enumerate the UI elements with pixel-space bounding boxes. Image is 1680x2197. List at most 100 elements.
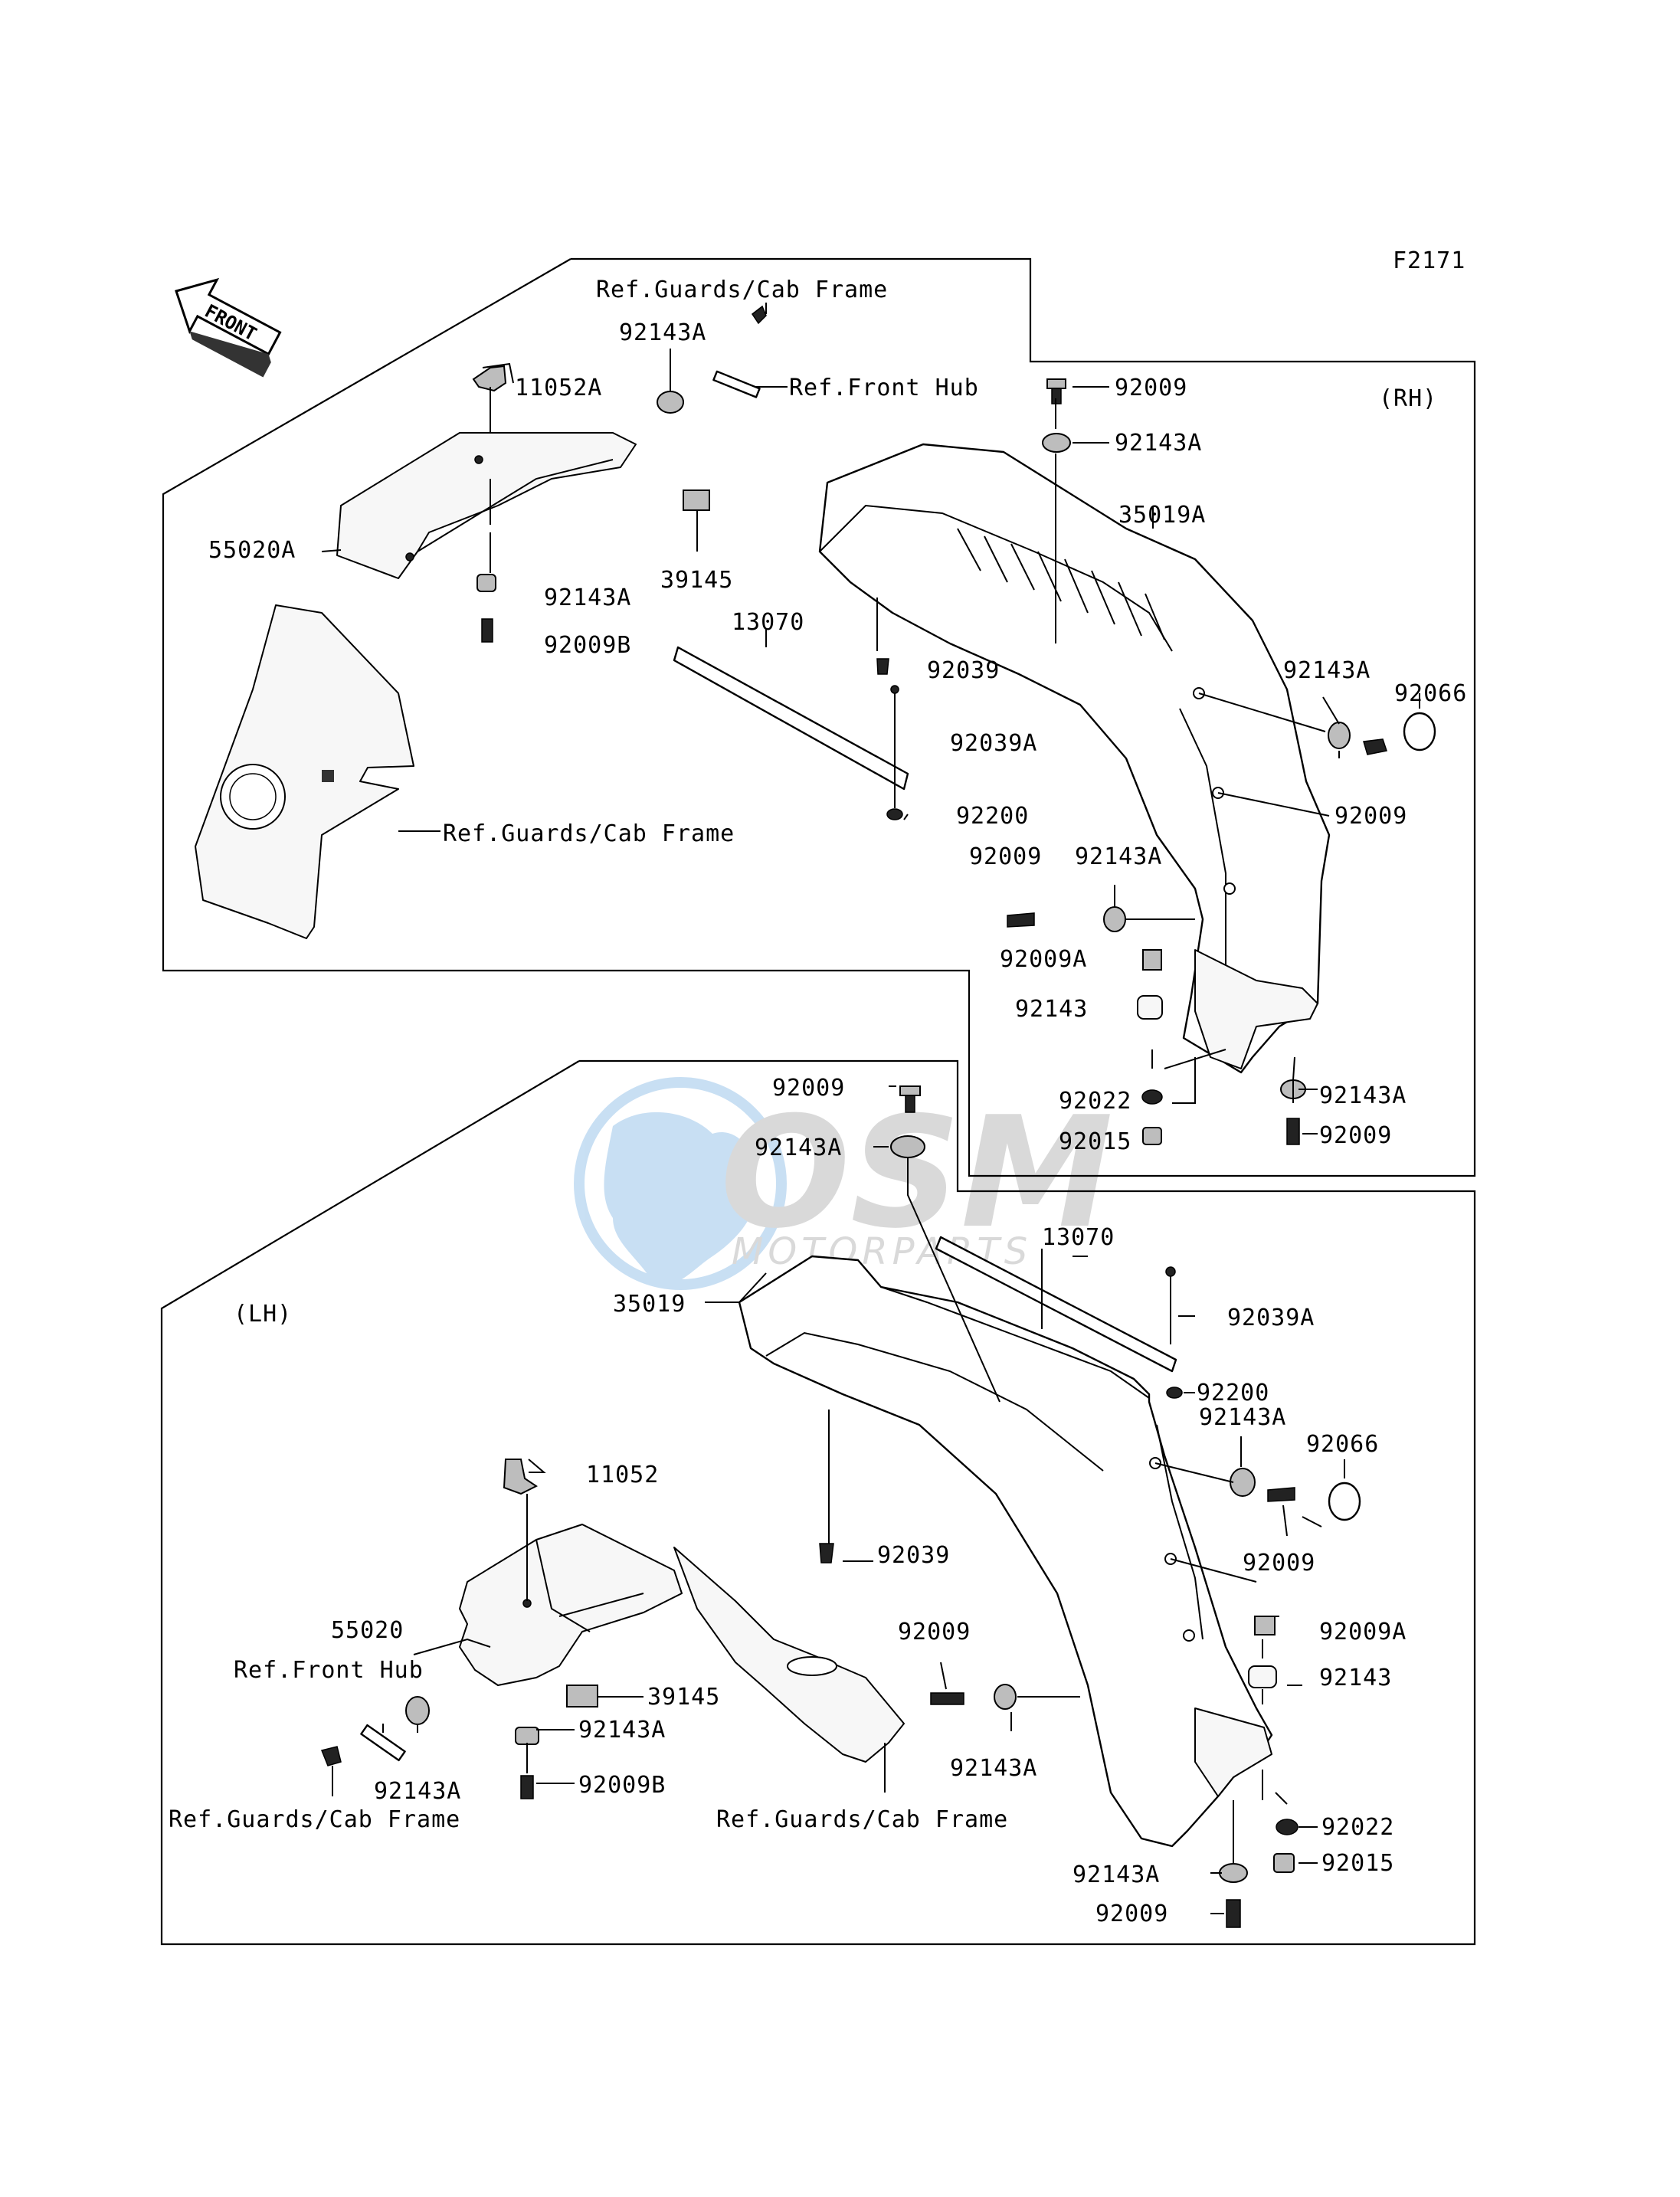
label-92009B: 92009B bbox=[544, 632, 631, 659]
lh-label-92022: 92022 bbox=[1321, 1814, 1394, 1841]
lh-label-ref-front-hub: Ref.Front Hub bbox=[234, 1657, 424, 1684]
lh-grommet-92143A-d bbox=[994, 1684, 1017, 1710]
lh-leaders bbox=[332, 1085, 1345, 1914]
globe-icon bbox=[574, 1077, 787, 1290]
label-92143A-f: 92143A bbox=[1319, 1082, 1407, 1109]
lh-label-92143A-a: 92143A bbox=[755, 1135, 842, 1161]
cover-55020A-fold bbox=[417, 459, 614, 552]
cover-hole-2 bbox=[405, 552, 414, 562]
washer-92200 bbox=[886, 808, 903, 820]
lh-label-92200: 92200 bbox=[1197, 1380, 1269, 1406]
watermark-brand: OSM bbox=[720, 1084, 1113, 1262]
label-92143A-b: 92143A bbox=[1115, 430, 1202, 457]
lh-label-92039A: 92039A bbox=[1227, 1305, 1315, 1331]
cap-92066 bbox=[1403, 712, 1436, 751]
fender-35019-inner bbox=[765, 1286, 1150, 1472]
lh-grommet-92143 bbox=[1248, 1665, 1277, 1688]
rail-13070-rh bbox=[673, 646, 909, 791]
cover-hole bbox=[474, 455, 483, 464]
lh-grommet-92143A-a bbox=[890, 1135, 925, 1158]
bolt-92009-d bbox=[1363, 738, 1387, 755]
lh-washer-92200 bbox=[1166, 1387, 1183, 1399]
lh-bolt-92009-a-shaft bbox=[905, 1095, 915, 1113]
label-ref-guards-mid: Ref.Guards/Cab Frame bbox=[443, 820, 735, 847]
lh-pin-92039 bbox=[819, 1543, 834, 1563]
label-55020A: 55020A bbox=[208, 537, 296, 564]
guard-panel-logo bbox=[322, 770, 334, 782]
lh-label-92009-b: 92009 bbox=[1243, 1550, 1315, 1577]
label-92039A: 92039A bbox=[950, 730, 1037, 757]
bolt-top bbox=[751, 305, 767, 325]
label-ref-guards-top: Ref.Guards/Cab Frame bbox=[596, 277, 888, 303]
lh-label-55020: 55020 bbox=[331, 1617, 404, 1644]
label-92143A-e: 92143A bbox=[1075, 843, 1162, 870]
guard-panel-hole-inner bbox=[229, 773, 277, 820]
lh-label-92143: 92143 bbox=[1319, 1665, 1392, 1691]
lh-label-92143A-e: 92143A bbox=[578, 1717, 666, 1744]
label-92009-top: 92009 bbox=[1115, 375, 1187, 401]
lh-labels: 92009 92143A 13070 35019 92039A 92200 92… bbox=[169, 1075, 1407, 1927]
bolt-92009-f bbox=[1286, 1118, 1300, 1145]
lh-label-92009A: 92009A bbox=[1319, 1619, 1407, 1645]
label-92143A-d: 92143A bbox=[1283, 657, 1371, 684]
rh-labels: Ref.Guards/Cab Frame 92143A 11052A Ref.F… bbox=[208, 277, 1467, 1155]
grommet-92143A-c bbox=[476, 574, 496, 592]
bracket-11052A bbox=[472, 365, 507, 392]
lh-label-92039: 92039 bbox=[877, 1542, 950, 1569]
lh-bolt-ref-guards bbox=[320, 1746, 342, 1766]
fender-hole-3 bbox=[1223, 882, 1236, 895]
label-ref-front-hub: Ref.Front Hub bbox=[789, 375, 979, 401]
lh-label-11052: 11052 bbox=[586, 1462, 659, 1488]
figure-code: F2171 bbox=[1393, 247, 1465, 274]
lh-frame bbox=[160, 1059, 1476, 1946]
lh-fender-hole-3 bbox=[1183, 1629, 1195, 1642]
label-92009A: 92009A bbox=[1000, 946, 1087, 973]
lh-grommet-92143A-f bbox=[1219, 1863, 1248, 1883]
bolt-92009-e bbox=[1007, 912, 1035, 928]
lh-label-92015: 92015 bbox=[1321, 1850, 1394, 1877]
label-11052A: 11052A bbox=[515, 375, 602, 401]
watermark: OSM MOTORPARTS bbox=[574, 1077, 1113, 1290]
grommet-92143A-top bbox=[657, 391, 684, 414]
guard-panel-lh bbox=[673, 1547, 905, 1763]
lh-label-ref-guards-left: Ref.Guards/Cab Frame bbox=[169, 1806, 460, 1833]
clip-39145-rh bbox=[683, 489, 710, 511]
cover-55020 bbox=[459, 1524, 683, 1686]
rh-side-label: (RH) bbox=[1379, 385, 1437, 412]
lh-bolt-92009B bbox=[520, 1775, 534, 1799]
clip-39145-lh bbox=[566, 1685, 598, 1708]
lh-grommet-92143A-c bbox=[405, 1696, 430, 1725]
label-92009-f: 92009 bbox=[1319, 1122, 1392, 1149]
lh-bolt-92009-a bbox=[899, 1085, 921, 1096]
guard-panel-rh bbox=[195, 604, 414, 939]
lh-side-label: (LH) bbox=[234, 1301, 292, 1328]
fender-side-strip bbox=[1179, 708, 1226, 973]
bracket-11052 bbox=[503, 1459, 538, 1495]
grommet-92143A-e bbox=[1103, 906, 1126, 932]
label-92066: 92066 bbox=[1394, 680, 1467, 707]
cover-55020A bbox=[336, 432, 637, 579]
lh-label-39145: 39145 bbox=[647, 1684, 720, 1711]
fender-vents bbox=[957, 528, 1165, 640]
lh-label-92009-a: 92009 bbox=[772, 1075, 845, 1102]
bolt-92009A bbox=[1142, 949, 1162, 971]
lh-nut-92015 bbox=[1273, 1853, 1295, 1873]
lh-fender-lower bbox=[1194, 1708, 1272, 1797]
lh-grommet-92143A-e bbox=[515, 1727, 539, 1745]
label-92009-d: 92009 bbox=[1335, 803, 1407, 830]
label-92022: 92022 bbox=[1059, 1088, 1131, 1115]
lh-bolt-92009-c bbox=[930, 1692, 964, 1705]
grommet-92143A-d bbox=[1328, 722, 1351, 749]
guard-panel-lh-slot bbox=[787, 1656, 837, 1676]
grommet-92143 bbox=[1137, 995, 1163, 1020]
lh-front-hub-pin bbox=[360, 1724, 406, 1762]
lh-label-13070: 13070 bbox=[1042, 1224, 1115, 1251]
lh-bolt-92009A bbox=[1254, 1616, 1276, 1635]
label-13070-rh: 13070 bbox=[732, 609, 804, 636]
label-39145-rh: 39145 bbox=[660, 567, 733, 594]
label-92009-e: 92009 bbox=[969, 843, 1042, 870]
nut-92015 bbox=[1142, 1127, 1162, 1145]
lh-bolt-92009-d bbox=[1226, 1899, 1241, 1928]
lh-grommet-92143A-b bbox=[1230, 1468, 1256, 1497]
